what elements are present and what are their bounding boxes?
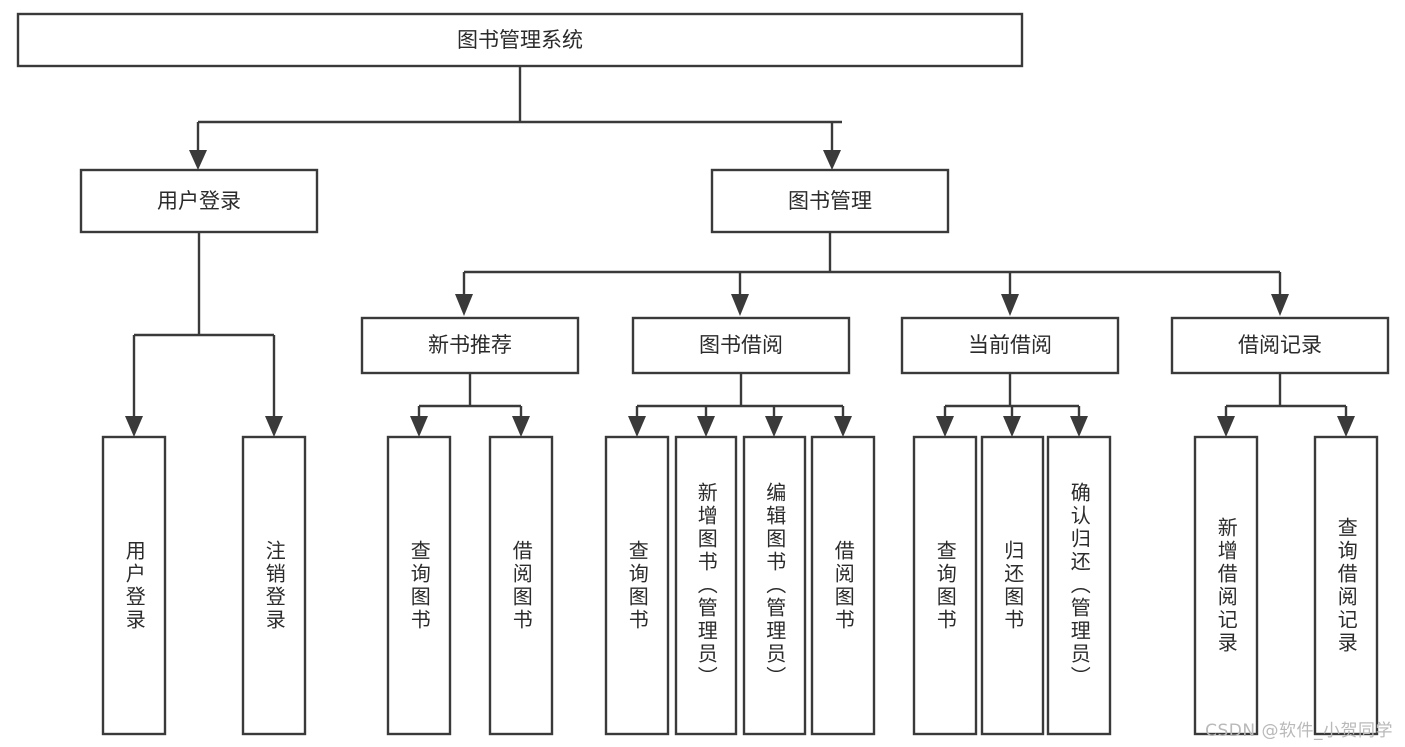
node-user-login[interactable]: 用户登录 xyxy=(79,168,319,234)
leaf-box-user-login-1[interactable] xyxy=(101,435,167,736)
connector-borrowrecord-to-leaves xyxy=(1217,373,1355,437)
leaf-box-current-borrow-3[interactable] xyxy=(1046,435,1112,736)
connector-bookborrow-to-leaves xyxy=(628,373,852,437)
node-book-management-label: 图书管理 xyxy=(788,189,872,213)
node-root-box xyxy=(16,12,1024,68)
node-new-book-recommend-label: 新书推荐 xyxy=(428,333,512,357)
node-user-login-box xyxy=(79,168,319,234)
leaf-box-borrow-record-1[interactable] xyxy=(1193,435,1259,736)
leaf-box-book-borrow-1[interactable] xyxy=(604,435,670,736)
node-current-borrow-label: 当前借阅 xyxy=(968,333,1052,357)
node-borrow-record[interactable]: 借阅记录 xyxy=(1170,316,1390,375)
leaf-box-book-borrow-2[interactable] xyxy=(674,435,738,736)
node-root[interactable]: 图书管理系统 xyxy=(16,12,1024,68)
connector-newbook-to-leaves xyxy=(410,373,530,437)
leaf-box-current-borrow-2[interactable] xyxy=(980,435,1045,736)
leaf-box-user-login-2[interactable] xyxy=(241,435,307,736)
connector-root-to-level2 xyxy=(189,66,842,170)
node-book-management[interactable]: 图书管理 xyxy=(710,168,950,234)
leaf-box-new-book-2[interactable] xyxy=(488,435,554,736)
node-new-book-recommend-box xyxy=(360,316,580,375)
leaf-box-book-borrow-4[interactable] xyxy=(810,435,876,736)
node-book-borrow-label: 图书借阅 xyxy=(699,333,783,357)
node-borrow-record-label: 借阅记录 xyxy=(1238,333,1322,357)
leaf-box-current-borrow-1[interactable] xyxy=(912,435,978,736)
connector-userlogin-to-leaves xyxy=(125,232,283,437)
node-book-borrow[interactable]: 图书借阅 xyxy=(631,316,851,375)
connector-bookmgmt-to-level3 xyxy=(455,232,1289,316)
node-root-label: 图书管理系统 xyxy=(457,28,583,52)
leaf-box-borrow-record-2[interactable] xyxy=(1313,435,1379,736)
node-user-login-label: 用户登录 xyxy=(157,189,241,213)
watermark-text: CSDN @软件_小贺同学 xyxy=(1205,721,1393,741)
leaf-box-book-borrow-3[interactable] xyxy=(742,435,807,736)
node-current-borrow[interactable]: 当前借阅 xyxy=(900,316,1120,375)
leaf-box-new-book-1[interactable] xyxy=(386,435,452,736)
node-current-borrow-box xyxy=(900,316,1120,375)
node-new-book-recommend[interactable]: 新书推荐 xyxy=(360,316,580,375)
connector-currentborrow-to-leaves xyxy=(936,373,1088,437)
